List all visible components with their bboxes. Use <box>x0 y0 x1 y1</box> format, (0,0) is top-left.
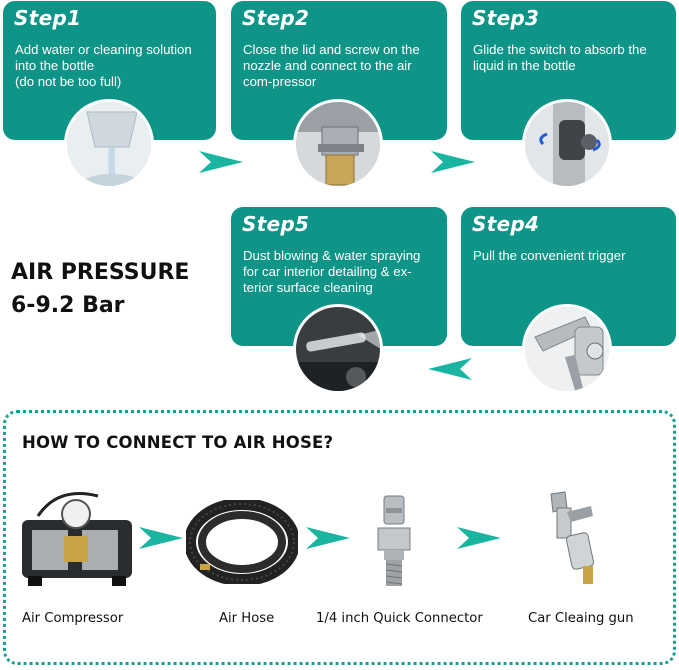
air-pressure-label: AIR PRESSURE <box>11 260 190 285</box>
arrow-right-icon <box>457 527 501 549</box>
step4-title: Step4 <box>472 212 540 236</box>
step1-title: Step1 <box>14 6 82 30</box>
arrow-right-icon <box>199 151 243 173</box>
air-hose-image <box>186 500 298 584</box>
connect-section-border <box>3 410 676 665</box>
step3-description: Glide the switch to absorb the liquid in… <box>473 42 647 73</box>
step2-photo <box>293 99 383 189</box>
step4-photo <box>522 304 612 394</box>
arrow-right-icon <box>431 151 475 173</box>
quick-connector-image <box>377 495 411 586</box>
air-pressure-text: AIR PRESSURE 6-9.2 Bar <box>11 256 189 322</box>
air-compressor-image <box>22 492 132 586</box>
step4-description: Pull the convenient trigger <box>473 248 626 263</box>
arrow-right-icon <box>306 527 350 549</box>
step5-photo <box>293 304 383 394</box>
cleaning-gun-image <box>550 491 595 584</box>
cleaning-gun-label: Car Cleaing gun <box>528 611 634 626</box>
step5-description: Dust blowing & water spraying for car in… <box>243 248 421 295</box>
air-pressure-value: 6-9.2 Bar <box>11 293 125 318</box>
quick-connector-label: 1/4 inch Quick Connector <box>316 611 483 626</box>
step1-photo <box>64 99 154 189</box>
step5-title: Step5 <box>242 212 310 236</box>
step2-title: Step2 <box>242 6 310 30</box>
step3-photo <box>522 99 612 189</box>
step1-description: Add water or cleaning solution into the … <box>15 42 192 89</box>
step3-title: Step3 <box>472 6 540 30</box>
air-compressor-label: Air Compressor <box>22 611 124 626</box>
connect-section-title: HOW TO CONNECT TO AIR HOSE? <box>22 433 334 452</box>
air-hose-label: Air Hose <box>219 611 275 626</box>
arrow-left-icon <box>428 358 472 380</box>
step2-description: Close the lid and screw on the nozzle an… <box>243 42 420 89</box>
arrow-right-icon <box>139 527 183 549</box>
